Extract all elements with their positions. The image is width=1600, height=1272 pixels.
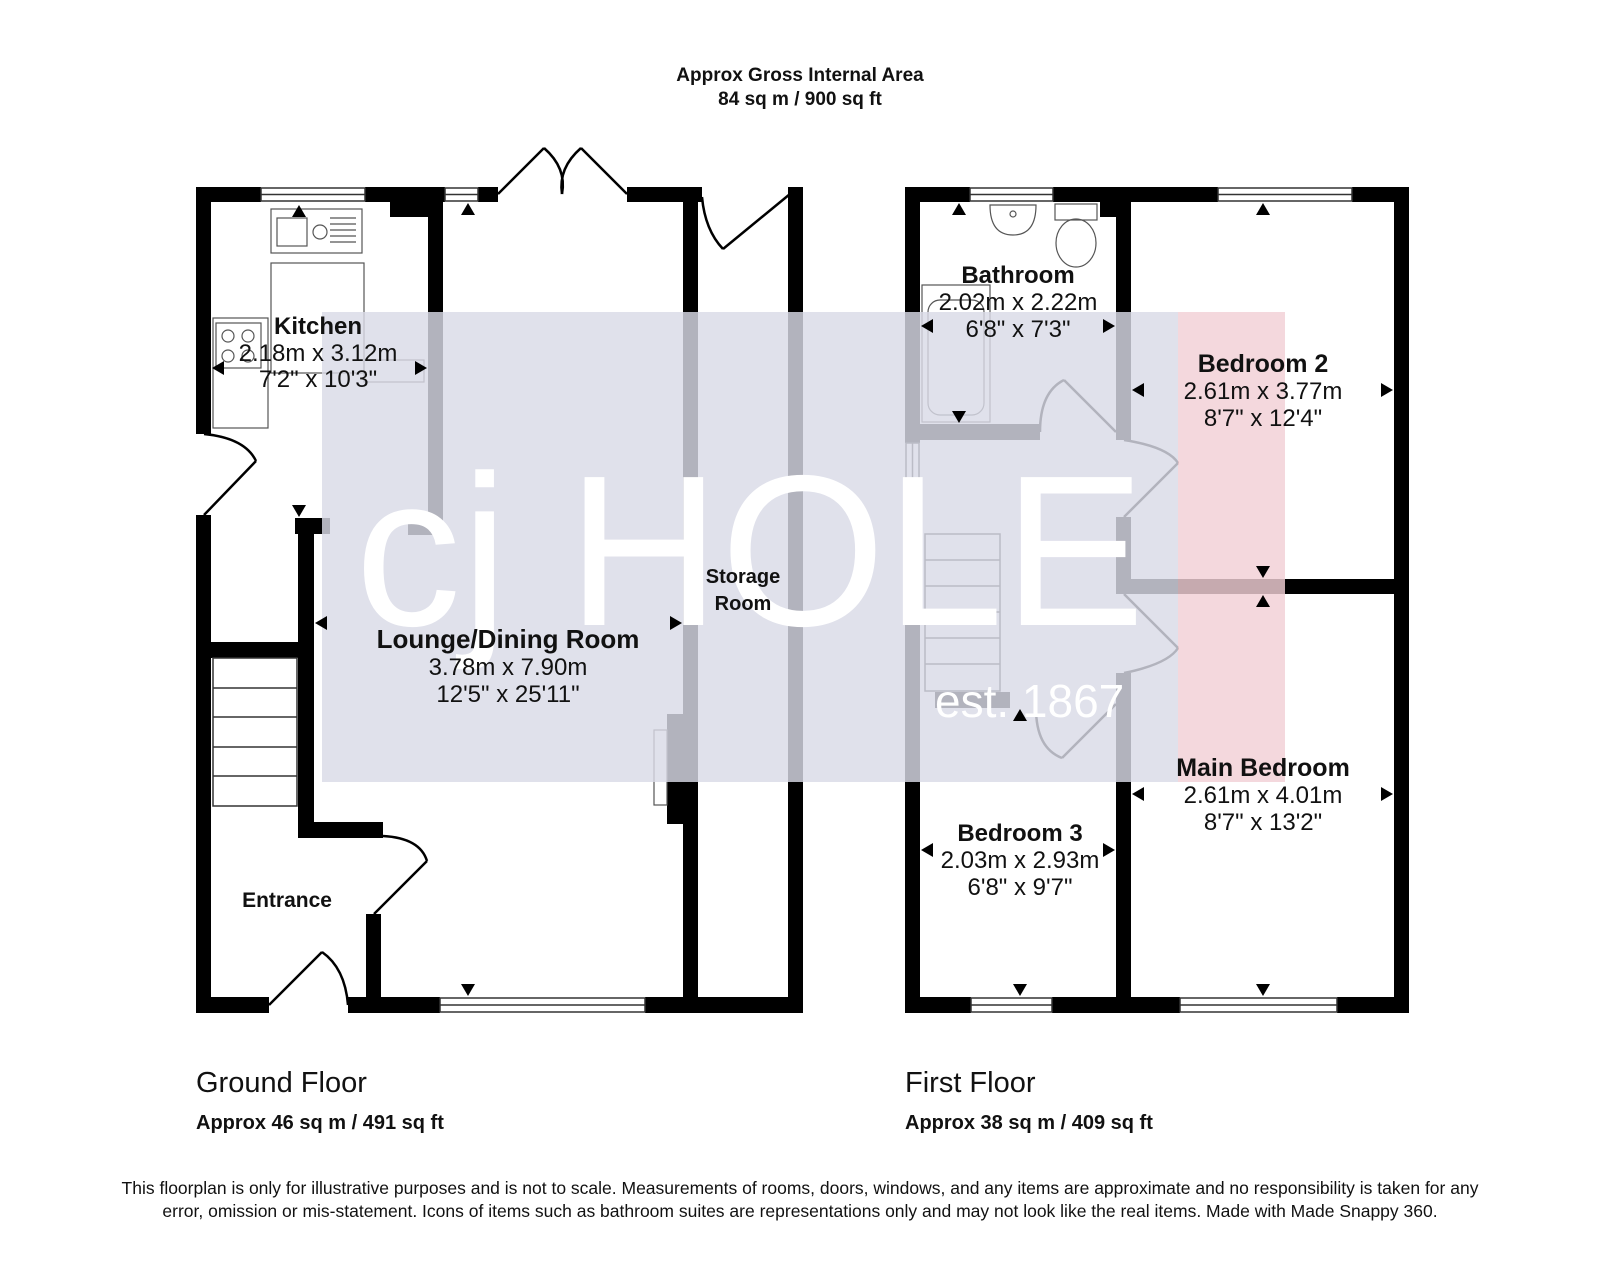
room-label-bedroom3: Bedroom 3 2.03m x 2.93m 6'8" x 9'7" xyxy=(941,820,1100,901)
main-bedroom-name: Main Bedroom xyxy=(1176,754,1350,782)
lounge-imperial: 12'5" x 25'11" xyxy=(436,681,579,708)
kitchen-sink-icon xyxy=(270,208,363,254)
main-bedroom-metric: 2.61m x 4.01m xyxy=(1184,782,1343,809)
storage-name-line2: Room xyxy=(715,593,772,615)
room-label-bathroom: Bathroom 2.02m x 2.22m 6'8" x 7'3" xyxy=(939,262,1098,343)
entrance-name: Entrance xyxy=(242,889,332,912)
dimension-arrows xyxy=(212,203,1393,996)
first-floor-area: Approx 38 sq m / 409 sq ft xyxy=(905,1112,1153,1134)
room-label-lounge: Lounge/Dining Room 3.78m x 7.90m 12'5" x… xyxy=(377,624,640,708)
bedroom2-name: Bedroom 2 xyxy=(1198,350,1329,378)
lounge-metric: 3.78m x 7.90m xyxy=(429,654,588,681)
header-gross-area-value: 84 sq m / 900 sq ft xyxy=(718,89,882,110)
toilet-icon xyxy=(1055,218,1097,268)
watermark-est: est. 1867 xyxy=(935,675,1124,727)
basin-icon xyxy=(989,204,1037,236)
bathroom-name: Bathroom xyxy=(961,262,1074,289)
watermark: cj HOLE est. 1867 xyxy=(322,312,1285,782)
room-label-entrance: Entrance xyxy=(242,889,332,912)
bedroom3-metric: 2.03m x 2.93m xyxy=(941,847,1100,874)
watermark-brand: cj HOLE xyxy=(355,430,1145,671)
hob-icon xyxy=(215,322,262,369)
ground-floor-doors xyxy=(203,147,791,1006)
kitchen-metric: 2.18m x 3.12m xyxy=(239,340,398,367)
bathroom-imperial: 6'8" x 7'3" xyxy=(966,316,1071,343)
room-label-storage: Storage Room xyxy=(706,566,780,615)
room-label-kitchen: Kitchen 2.18m x 3.12m 7'2" x 10'3" xyxy=(239,313,398,393)
room-label-bedroom2: Bedroom 2 2.61m x 3.77m 8'7" x 12'4" xyxy=(1184,350,1343,432)
bedroom3-imperial: 6'8" x 9'7" xyxy=(968,874,1073,901)
header-gross-area-label: Approx Gross Internal Area xyxy=(676,65,924,86)
ground-floor-windows xyxy=(260,187,646,1013)
ground-floor-title: Ground Floor xyxy=(196,1067,367,1099)
toilet-cistern-icon xyxy=(1054,203,1098,221)
room-label-main-bedroom: Main Bedroom 2.61m x 4.01m 8'7" x 13'2" xyxy=(1176,754,1350,836)
ground-floor-stairs xyxy=(212,657,298,807)
ground-floor-area: Approx 46 sq m / 491 sq ft xyxy=(196,1112,444,1134)
storage-name-line1: Storage xyxy=(706,566,780,588)
bedroom2-metric: 2.61m x 3.77m xyxy=(1184,378,1343,405)
kitchen-fittings xyxy=(212,208,425,429)
bedroom3-name: Bedroom 3 xyxy=(957,820,1082,847)
bathroom-metric: 2.02m x 2.22m xyxy=(939,289,1098,316)
main-bedroom-imperial: 8'7" x 13'2" xyxy=(1204,809,1322,836)
kitchen-name: Kitchen xyxy=(274,313,362,340)
first-floor-title: First Floor xyxy=(905,1067,1036,1099)
lounge-name: Lounge/Dining Room xyxy=(377,624,640,654)
kitchen-imperial: 7'2" x 10'3" xyxy=(259,366,377,393)
bedroom2-imperial: 8'7" x 12'4" xyxy=(1204,405,1322,432)
disclaimer-text: This floorplan is only for illustrative … xyxy=(121,1178,1479,1221)
